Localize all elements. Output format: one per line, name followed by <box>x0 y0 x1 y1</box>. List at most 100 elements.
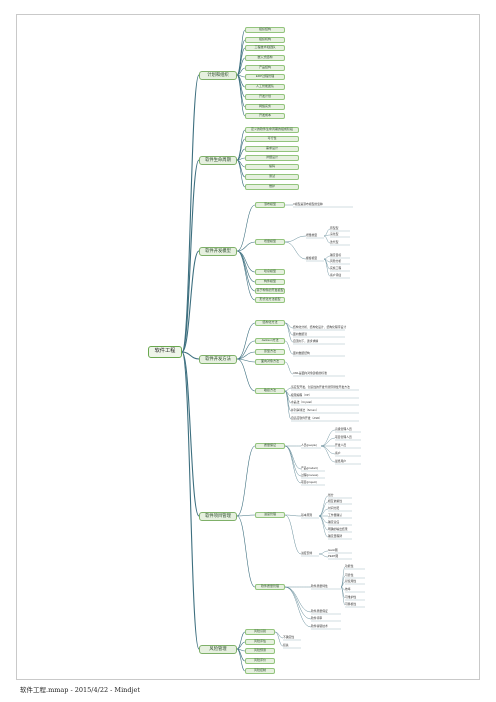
subtopic[interactable]: 定义的软件生命周期的组成阶段 <box>245 126 299 134</box>
leaf-topic[interactable]: 进度安排 <box>301 551 313 556</box>
leaf-topic[interactable]: 人员(people) <box>301 443 317 448</box>
root-topic[interactable]: 软件工程 <box>148 346 182 358</box>
leaf-topic[interactable]: 确定里程碑 <box>328 534 342 539</box>
leaf-topic[interactable]: 时间分配 <box>328 506 340 511</box>
subtopic[interactable]: 风险评估 <box>245 638 275 646</box>
leaf-topic[interactable]: 风险分析 <box>330 259 342 264</box>
leaf-topic[interactable]: 自适应软件开发（ASD） <box>291 416 322 421</box>
leaf-topic[interactable]: 相互依赖性 <box>328 499 342 504</box>
leaf-topic[interactable]: 损失 <box>283 643 289 648</box>
leaf-topic[interactable]: 高级管理人员 <box>335 427 352 432</box>
subtopic[interactable]: 产品结构 <box>245 64 285 72</box>
leaf-topic[interactable]: 明确的输出结果 <box>328 527 348 532</box>
leaf-topic[interactable]: UML是面向对象建模的标准 <box>293 371 327 376</box>
leaf-topic[interactable]: 增量类型 <box>306 233 318 238</box>
subtopic[interactable]: 需求设计 <box>245 145 299 153</box>
leaf-topic[interactable]: 客户 <box>335 451 341 456</box>
subtopic[interactable]: 原型方法 <box>255 348 285 356</box>
branch-topic[interactable]: 软件生命周期 <box>199 155 237 165</box>
leaf-topic[interactable]: Gantt图 <box>328 548 338 553</box>
subtopic[interactable]: 人工智能团队 <box>245 83 285 91</box>
leaf-topic[interactable]: 并列争球法（Scrum） <box>291 408 319 413</box>
connector-line <box>236 129 246 161</box>
leaf-topic[interactable]: 可维护性 <box>345 595 357 600</box>
subtopic[interactable]: 结构化方法 <box>255 319 285 327</box>
leaf-topic[interactable]: 最终用户 <box>335 459 347 464</box>
leaf-topic[interactable]: 演化型 <box>330 232 339 237</box>
branch-topic[interactable]: 软件开发方法 <box>199 354 237 364</box>
subtopic[interactable]: 维护 <box>245 183 299 191</box>
subtopic[interactable]: 进度管理 <box>255 511 285 519</box>
connector-line <box>236 340 256 360</box>
subtopic[interactable]: 风险控制 <box>245 667 275 675</box>
subtopic[interactable]: 可行性 <box>245 135 299 143</box>
branch-topic[interactable]: 软件项目管理 <box>199 511 237 521</box>
leaf-topic[interactable]: 软件质量特性 <box>311 584 328 589</box>
leaf-topic[interactable]: 极限编程（XP） <box>291 393 312 398</box>
subtopic[interactable]: 基于构件的开发模型 <box>255 287 285 295</box>
leaf-topic[interactable]: PERT图 <box>328 554 339 559</box>
leaf-topic[interactable]: 螺旋模型 <box>306 256 318 261</box>
subtopic[interactable]: ERP过程管理 <box>245 73 285 81</box>
connector-line <box>284 361 294 375</box>
leaf-topic[interactable]: 水晶法（Crystal） <box>291 400 314 405</box>
leaf-topic[interactable]: 实施工程 <box>330 266 342 271</box>
subtopic[interactable]: 质量保证 <box>255 442 285 450</box>
subtopic[interactable]: 瀑布模型 <box>255 201 285 209</box>
subtopic[interactable]: 编码 <box>245 163 299 171</box>
leaf-topic[interactable]: 适应型开发，创造性的开发代替预测性开发方法 <box>291 385 350 390</box>
leaf-topic[interactable]: 不确定性 <box>283 635 295 640</box>
subtopic[interactable]: 嵌入式结构 <box>245 54 285 62</box>
subtopic[interactable]: 风险评价 <box>245 657 275 665</box>
subtopic[interactable]: 构件模型 <box>255 278 285 286</box>
branch-topic[interactable]: 计划和组织 <box>199 70 237 80</box>
leaf-topic[interactable]: 产品(product) <box>301 466 318 471</box>
subtopic[interactable]: 喷泉模型 <box>255 268 285 276</box>
connector-line <box>284 586 312 613</box>
leaf-topic[interactable]: 可移植性 <box>345 602 357 607</box>
subtopic[interactable]: 风险识别 <box>245 628 275 636</box>
leaf-topic[interactable]: 原型型 <box>330 226 339 231</box>
leaf-topic[interactable]: 过程(process) <box>301 473 319 478</box>
leaf-topic[interactable]: 自顶向下，逐步求精 <box>293 339 319 344</box>
subtopic[interactable]: 工程技术和团队 <box>245 44 285 52</box>
leaf-topic[interactable]: 结构化分析、结构化设计、结构化程序设计 <box>293 325 347 330</box>
subtopic[interactable]: 组织结构 <box>245 26 285 34</box>
leaf-topic[interactable]: 项目(project) <box>301 480 317 485</box>
leaf-topic[interactable]: 客户评估 <box>330 273 342 278</box>
leaf-topic[interactable]: 面向数据流 <box>293 332 307 337</box>
leaf-topic[interactable]: 开发人员 <box>335 443 347 448</box>
leaf-topic[interactable]: 效率 <box>345 587 351 592</box>
leaf-topic[interactable]: 功能性 <box>345 564 354 569</box>
branch-topic[interactable]: 风险管理 <box>199 644 237 654</box>
connector-line <box>284 514 302 555</box>
leaf-topic[interactable]: 易使用性 <box>345 579 357 584</box>
leaf-topic[interactable]: 软件质量保证 <box>311 609 328 614</box>
subtopic[interactable]: 敏捷方法 <box>255 387 285 395</box>
leaf-topic[interactable]: 可靠性 <box>345 573 354 578</box>
subtopic[interactable]: 测试 <box>245 173 299 181</box>
leaf-topic[interactable]: 基本原则 <box>301 513 313 518</box>
subtopic[interactable]: 增量模型 <box>255 238 285 246</box>
subtopic[interactable]: 形式化方法模型 <box>255 296 285 304</box>
subtopic[interactable]: 软件质量管理 <box>255 583 285 591</box>
subtopic[interactable]: 网络实务 <box>245 103 285 111</box>
subtopic[interactable]: 组织机构 <box>245 36 285 44</box>
subtopic[interactable]: 风险预测 <box>245 647 275 655</box>
subtopic[interactable]: Jackson方法 <box>255 337 285 345</box>
leaf-topic[interactable]: 迭代型 <box>330 240 339 245</box>
leaf-topic[interactable]: 软件容错技术 <box>311 624 328 629</box>
subtopic[interactable]: 开发成本 <box>245 112 285 120</box>
subtopic[interactable]: 面向对象方法 <box>255 358 285 366</box>
subtopic[interactable]: 开发计划 <box>245 93 285 101</box>
leaf-topic[interactable]: 软件评审 <box>311 616 323 621</box>
branch-topic[interactable]: 软件开发模型 <box>199 246 237 256</box>
leaf-topic[interactable]: 项目管理人员 <box>335 435 352 440</box>
leaf-topic[interactable]: 面向数据结构 <box>293 351 310 356</box>
subtopic[interactable]: 详细设计 <box>245 154 299 162</box>
leaf-topic[interactable]: 确定目标 <box>330 253 342 258</box>
leaf-topic[interactable]: V模型是瀑布模型的变种 <box>293 202 323 207</box>
leaf-topic[interactable]: 工作量确认 <box>328 513 342 518</box>
leaf-topic[interactable]: 划分 <box>328 493 334 498</box>
leaf-topic[interactable]: 确定责任 <box>328 520 340 525</box>
